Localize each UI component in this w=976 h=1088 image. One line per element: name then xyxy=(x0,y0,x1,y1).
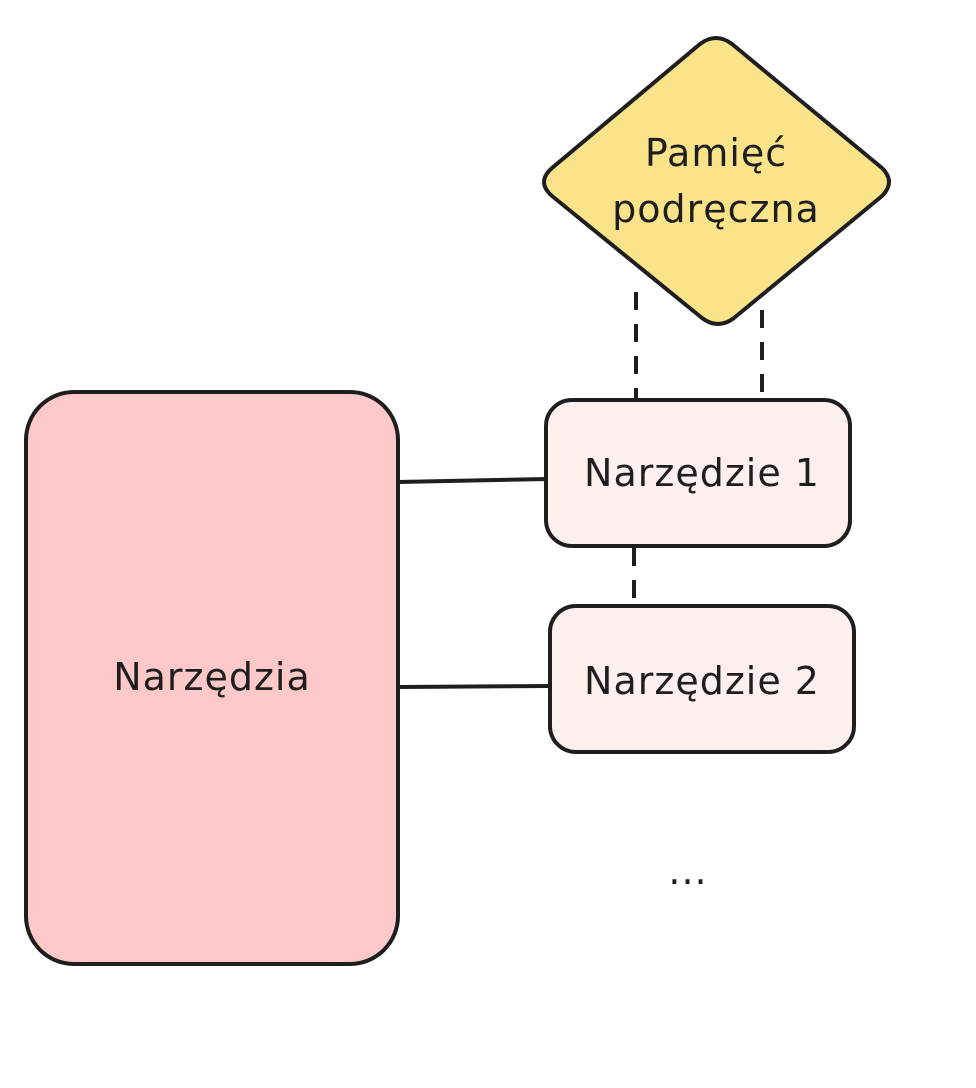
tools-container-box xyxy=(24,390,400,966)
tool-2-node[interactable]: Narzędzie 2 xyxy=(548,604,856,754)
container-to-tool-2-connector xyxy=(397,684,553,689)
tool-2-box xyxy=(548,604,856,754)
tool-2-label: Narzędzie 2 xyxy=(584,659,820,703)
tools-container[interactable]: Narzędzia xyxy=(24,390,400,966)
cache-label-line-1: Pamięć xyxy=(645,131,787,175)
cache-diamond xyxy=(542,36,891,326)
container-to-tool-1-connector xyxy=(397,477,549,484)
tool-1-box xyxy=(544,398,852,548)
more-tools-ellipsis: ... xyxy=(668,849,707,893)
tool-1-label: Narzędzie 1 xyxy=(584,451,820,495)
cache-label-line-2: podręczna xyxy=(612,187,820,231)
tool-1-node[interactable]: Narzędzie 1 xyxy=(544,398,852,548)
tools-container-label: Narzędzia xyxy=(113,655,311,699)
cache-node[interactable]: Pamięć podręczna xyxy=(542,36,891,326)
